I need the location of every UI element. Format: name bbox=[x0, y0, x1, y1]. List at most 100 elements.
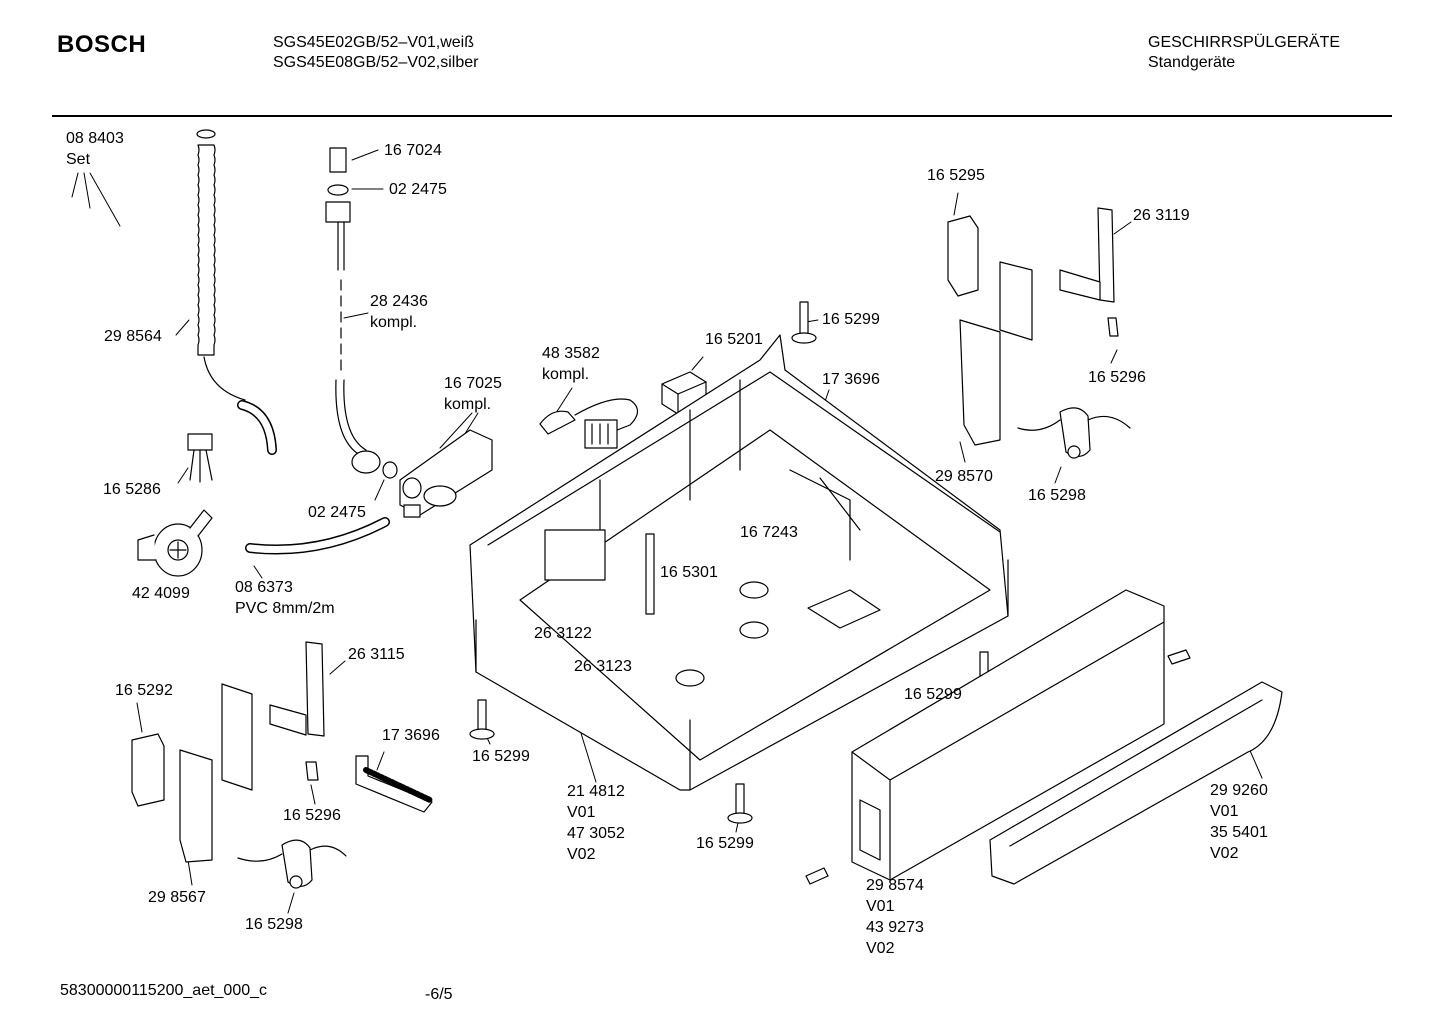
part-label: 29 8567 bbox=[148, 887, 206, 908]
part-label: 02 2475 bbox=[308, 502, 366, 523]
part-label: 16 5296 bbox=[1088, 367, 1146, 388]
plinth-panel bbox=[989, 681, 1283, 885]
part-number: 26 3122 bbox=[534, 625, 592, 642]
part-number: 26 3119 bbox=[1133, 207, 1190, 224]
part-number: 29 8564 bbox=[104, 328, 162, 345]
appliance-category: GESCHIRRSPÜLGERÄTE Standgeräte bbox=[1148, 33, 1340, 73]
part-number: 16 5296 bbox=[1088, 369, 1146, 386]
part-number: 02 2475 bbox=[308, 504, 366, 521]
part-label: 26 3119 bbox=[1133, 205, 1190, 226]
part-label: 16 7025 kompl. bbox=[444, 373, 502, 415]
part-number: 16 5299 bbox=[904, 686, 962, 703]
part-label: 26 3123 bbox=[574, 656, 632, 677]
pvc-hose bbox=[245, 517, 390, 555]
part-number: 16 5298 bbox=[245, 916, 303, 933]
hinge-bracket-left bbox=[131, 641, 347, 889]
wiring-harness bbox=[539, 398, 639, 449]
part-variant: V02 bbox=[567, 846, 596, 863]
part-number: 29 9260 bbox=[1210, 782, 1268, 799]
model-line: SGS45E02GB/52–V01,weiß bbox=[273, 34, 475, 51]
part-number: 26 3115 bbox=[348, 646, 405, 663]
part-label: 16 5298 bbox=[245, 914, 303, 935]
part-number: 42 4099 bbox=[132, 585, 190, 602]
part-number: 29 8570 bbox=[935, 468, 993, 485]
drain-pump bbox=[137, 509, 213, 577]
document-id: 58300000115200_aet_000_c bbox=[60, 982, 268, 999]
part-label: 29 9260 V01 35 5401 V02 bbox=[1210, 780, 1268, 864]
part-label: 02 2475 bbox=[389, 179, 447, 200]
part-number: 16 7024 bbox=[384, 142, 442, 159]
hinge-bracket-right bbox=[947, 207, 1131, 459]
part-label: 16 5292 bbox=[115, 680, 173, 701]
part-variant: V01 bbox=[567, 804, 596, 821]
part-label: 16 5299 bbox=[904, 684, 962, 705]
aquastop-valve bbox=[399, 429, 493, 518]
part-label: 16 5201 bbox=[705, 329, 763, 350]
page-number: -6/5 bbox=[425, 986, 453, 1003]
part-number: 16 5298 bbox=[1028, 487, 1086, 504]
model-list: SGS45E02GB/52–V01,weiß SGS45E08GB/52–V02… bbox=[273, 33, 478, 73]
part-label: 17 3696 bbox=[822, 369, 880, 390]
part-label: 16 5299 bbox=[696, 833, 754, 854]
part-number: 29 8567 bbox=[148, 889, 206, 906]
kick-plate bbox=[851, 589, 1165, 881]
part-number: 16 5299 bbox=[822, 311, 880, 328]
part-number: 21 4812 bbox=[567, 783, 625, 800]
part-number: 43 9273 bbox=[866, 919, 924, 936]
part-label: 17 3696 bbox=[382, 725, 440, 746]
part-label: 16 5301 bbox=[660, 562, 718, 583]
part-variant: V01 bbox=[866, 898, 895, 915]
part-number: 16 5201 bbox=[705, 331, 763, 348]
part-label: 16 7024 bbox=[384, 140, 442, 161]
part-label: 16 5299 bbox=[472, 746, 530, 767]
model-line: SGS45E08GB/52–V02,silber bbox=[273, 54, 479, 71]
part-variant: V02 bbox=[866, 940, 895, 957]
part-number: 16 5299 bbox=[472, 748, 530, 765]
part-label: 16 5295 bbox=[927, 165, 985, 186]
part-number: 02 2475 bbox=[389, 181, 447, 198]
part-note: Set bbox=[66, 151, 91, 168]
part-label: 08 6373 PVC 8mm/2m bbox=[235, 577, 335, 619]
part-number: 29 8574 bbox=[866, 877, 924, 894]
part-note: kompl. bbox=[444, 396, 492, 413]
part-label: 26 3122 bbox=[534, 623, 592, 644]
part-number: 47 3052 bbox=[567, 825, 625, 842]
part-number: 17 3696 bbox=[382, 727, 440, 744]
part-number: 16 5299 bbox=[696, 835, 754, 852]
category-subtitle: Standgeräte bbox=[1148, 54, 1236, 71]
part-variant: V01 bbox=[1210, 803, 1239, 820]
part-label: 08 8403 Set bbox=[66, 128, 124, 170]
part-label: 42 4099 bbox=[132, 583, 190, 604]
part-label: 26 3115 bbox=[348, 644, 405, 665]
part-label: 16 5296 bbox=[283, 805, 341, 826]
part-number: 17 3696 bbox=[822, 371, 880, 388]
part-label: 29 8574 V01 43 9273 V02 bbox=[866, 875, 924, 959]
brand-logo: BOSCH bbox=[57, 31, 147, 58]
part-note: kompl. bbox=[542, 366, 590, 383]
part-note: PVC 8mm/2m bbox=[235, 600, 335, 617]
part-number: 16 5296 bbox=[283, 807, 341, 824]
hose-clip bbox=[187, 433, 213, 483]
part-number: 16 7243 bbox=[740, 524, 798, 541]
part-number: 48 3582 bbox=[542, 345, 600, 362]
part-number: 08 8403 bbox=[66, 130, 124, 147]
base-tub bbox=[469, 334, 1009, 791]
part-label: 29 8570 bbox=[935, 466, 993, 487]
part-number: 26 3123 bbox=[574, 658, 632, 675]
part-label: 16 5299 bbox=[822, 309, 880, 330]
part-note: kompl. bbox=[370, 314, 418, 331]
fill-hose bbox=[325, 147, 398, 479]
part-label: 28 2436 kompl. bbox=[370, 291, 428, 333]
part-variant: V02 bbox=[1210, 845, 1239, 862]
part-number: 16 5295 bbox=[927, 167, 985, 184]
part-label: 21 4812 V01 47 3052 V02 bbox=[567, 781, 625, 865]
category-title: GESCHIRRSPÜLGERÄTE bbox=[1148, 34, 1341, 51]
part-number: 35 5401 bbox=[1210, 824, 1268, 841]
part-number: 28 2436 bbox=[370, 293, 428, 310]
part-number: 16 5292 bbox=[115, 682, 173, 699]
part-number: 16 7025 bbox=[444, 375, 502, 392]
part-label: 16 5298 bbox=[1028, 485, 1086, 506]
part-label: 29 8564 bbox=[104, 326, 162, 347]
part-label: 48 3582 kompl. bbox=[542, 343, 600, 385]
